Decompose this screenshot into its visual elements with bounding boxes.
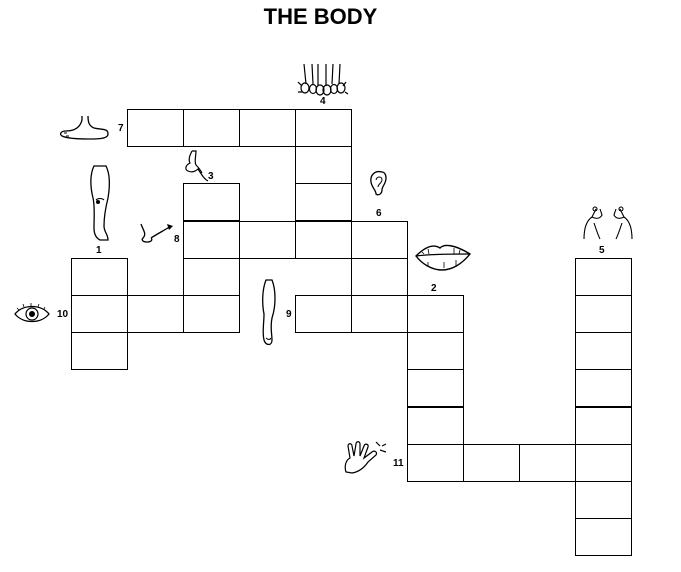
crossword-cell[interactable] (463, 444, 520, 482)
crossword-cell[interactable] (575, 295, 632, 333)
crossword-cell[interactable] (407, 407, 464, 445)
toes-icon (297, 63, 349, 96)
clue-number-4: 4 (320, 96, 326, 107)
crossword-cell[interactable] (127, 295, 184, 333)
crossword-cell[interactable] (239, 109, 296, 147)
shoulders-icon (583, 206, 633, 240)
nose-icon (140, 223, 173, 243)
clue-number-6: 6 (376, 208, 382, 219)
knee-icon (185, 150, 209, 182)
crossword-cell[interactable] (407, 369, 464, 407)
crossword-cell[interactable] (183, 258, 240, 296)
clue-number-5: 5 (599, 245, 605, 256)
page-title: THE BODY (263, 4, 378, 29)
clue-number-7: 7 (118, 123, 124, 134)
crossword-cell[interactable] (71, 258, 128, 296)
arm-icon (262, 279, 276, 346)
crossword-cell[interactable] (71, 332, 128, 370)
crossword-cell[interactable] (183, 183, 240, 221)
crossword-cell[interactable] (183, 221, 240, 259)
ear-icon (370, 170, 387, 196)
crossword-cell[interactable] (407, 444, 464, 482)
clue-number-9: 9 (286, 309, 292, 320)
crossword-cell[interactable] (183, 295, 240, 333)
lips-icon (415, 244, 472, 271)
crossword-cell[interactable] (295, 183, 352, 221)
clue-number-2: 2 (431, 283, 437, 294)
clue-number-11: 11 (393, 458, 404, 469)
crossword-cell[interactable] (295, 109, 352, 147)
clue-number-10: 10 (57, 309, 69, 320)
crossword-cell[interactable] (183, 109, 240, 147)
crossword-cell[interactable] (295, 295, 352, 333)
crossword-cell[interactable] (351, 221, 408, 259)
crossword-cell[interactable] (575, 481, 632, 519)
crossword-cell[interactable] (351, 258, 408, 296)
clue-number-1: 1 (96, 245, 102, 256)
crossword-cell[interactable] (239, 221, 296, 259)
crossword-cell[interactable] (575, 518, 632, 556)
crossword-cell[interactable] (575, 332, 632, 370)
crossword-cell[interactable] (575, 407, 632, 445)
crossword-cell[interactable] (407, 295, 464, 333)
crossword-cell[interactable] (127, 109, 184, 147)
hand-icon (344, 441, 387, 474)
foot-icon (59, 115, 109, 140)
crossword-cell[interactable] (407, 332, 464, 370)
crossword-cell[interactable] (519, 444, 576, 482)
crossword-cell[interactable] (71, 295, 128, 333)
eye-icon (14, 303, 50, 323)
leg-icon (90, 165, 110, 241)
crossword-cell[interactable] (575, 258, 632, 296)
crossword-cell[interactable] (295, 146, 352, 184)
crossword-cell[interactable] (575, 444, 632, 482)
crossword-cell[interactable] (351, 295, 408, 333)
clue-number-3: 3 (208, 171, 214, 182)
crossword-cell[interactable] (295, 221, 352, 259)
clue-number-8: 8 (174, 234, 180, 245)
crossword-cell[interactable] (575, 369, 632, 407)
